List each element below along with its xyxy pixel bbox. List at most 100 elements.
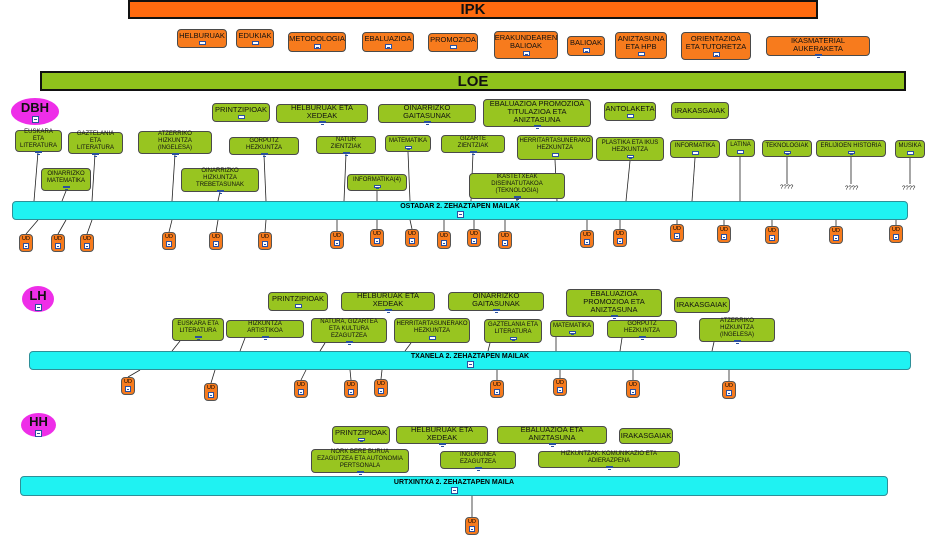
lh-subject-hizkuntza-artistikoa[interactable]: HIZKUNTZA ARTISTIKOA	[226, 320, 304, 340]
dbh-subject-herritartasunerako[interactable]: HERRITARTASUNERAKO HEZKUNTZA	[517, 135, 593, 160]
dbh-antolaketa[interactable]: ANTOLAKETA	[604, 102, 656, 121]
ud-node[interactable]: UD	[294, 380, 308, 398]
document-icon	[334, 240, 340, 246]
stage-lh[interactable]: LH	[22, 286, 54, 312]
ud-node[interactable]: UD	[722, 381, 736, 399]
ud-node[interactable]: UD	[374, 379, 388, 397]
hh-ebaluazioa-aniztasuna[interactable]: EBALUAZIOA ETA ANIZTASUNA	[497, 425, 607, 447]
dbh-subject-informatika4[interactable]: INFORMATIKA(4)	[347, 174, 407, 191]
dbh-oinarrizko-gaitasunak[interactable]: OINARRIZKO GAITASUNAK	[378, 104, 476, 125]
lh-bar-txanela[interactable]: TXANELA 2. ZEHAZTAPEN MAILAK	[29, 351, 911, 370]
dbh-irakasgaiak[interactable]: IRAKASGAIAK	[671, 102, 729, 119]
dbh-subject-latina[interactable]: LATINA	[726, 139, 755, 157]
dbh-subject-oinarrizko-matematika[interactable]: OINARRIZKO MATEMATIKA	[41, 168, 91, 191]
dbh-subject-atzerriko-hizkuntza[interactable]: ATZERRIKO HIZKUNTZA (INGELESA)	[138, 131, 212, 157]
stage-dbh[interactable]: DBH	[11, 98, 59, 125]
ipk-item-helburuak[interactable]: HELBURUAK	[177, 29, 227, 48]
lh-subject-gaztelania[interactable]: GAZTELANIA ETA LITERATURA	[484, 319, 542, 343]
document-icon	[23, 243, 29, 249]
ipk-item-edukiak[interactable]: EDUKIAK	[236, 29, 274, 48]
document-icon	[428, 336, 436, 340]
ud-node[interactable]: UD	[405, 229, 419, 247]
connector-line	[409, 219, 413, 230]
hh-irakasgaiak[interactable]: IRAKASGAIAK	[619, 428, 673, 444]
ud-node[interactable]: UD	[121, 377, 135, 395]
ud-label: UD	[470, 231, 478, 237]
dbh-bar-ostadar[interactable]: OSTADAR 2. ZEHAZTAPEN MAILAK	[12, 201, 908, 220]
ipk-item-ikasmaterial-aukeraketa[interactable]: IKASMATERIAL AUKERAKETA	[766, 36, 870, 58]
dbh-printzipioak[interactable]: PRINTZIPIOAK	[212, 103, 270, 122]
ud-node[interactable]: UD	[344, 380, 358, 398]
ipk-item-ebaluazioa[interactable]: EBALUAZIOA	[362, 32, 414, 52]
ipk-item-metodologia[interactable]: METODOLOGIA	[288, 32, 346, 52]
ud-node[interactable]: UD	[370, 229, 384, 247]
ud-node[interactable]: UD	[258, 232, 272, 250]
lh-helburuak-xedeak[interactable]: HELBURUAK ETA XEDEAK	[341, 292, 435, 313]
ud-node[interactable]: UD	[80, 234, 94, 252]
ud-node[interactable]: UD	[490, 380, 504, 398]
dbh-subject-ikastetxeak-diseinatutakoa[interactable]: IKASTETXEAK DISEINATUTAKOA (TEKNOLOGIA)	[469, 173, 565, 200]
connector-line	[619, 337, 623, 352]
ud-node[interactable]: UD	[330, 231, 344, 249]
ud-node[interactable]: UD	[51, 234, 65, 252]
ud-label: UD	[333, 233, 341, 239]
ud-node[interactable]: UD	[889, 225, 903, 243]
ipk-item-aniztasuna-hpb[interactable]: ANIZTASUNA ETA HPB	[615, 32, 667, 59]
hh-bar-urtxintxa[interactable]: URTXINTXA 2. ZEHAZTAPEN MAILA	[20, 476, 888, 496]
lh-printzipioak[interactable]: PRINTZIPIOAK	[268, 292, 328, 311]
ud-label: UD	[583, 232, 591, 238]
lh-ebaluazioa-promozioa[interactable]: EBALUAZIOA PROMOZIOA ETA ANIZTASUNA	[566, 289, 662, 319]
dbh-subject-informatika[interactable]: INFORMATIKA	[670, 140, 720, 158]
lh-subject-euskara[interactable]: EUSKARA ETA LITERATURA	[172, 318, 224, 341]
hh-printzipioak[interactable]: PRINTZIPIOAK	[332, 426, 390, 444]
dbh-subject-matematika[interactable]: MATEMATIKA	[385, 135, 431, 152]
ud-node[interactable]: UD	[498, 231, 512, 249]
lh-irakasgaiak[interactable]: IRAKASGAIAK	[674, 297, 730, 313]
ud-node[interactable]: UD	[467, 229, 481, 247]
ud-node[interactable]: UD	[626, 380, 640, 398]
ud-node[interactable]: UD	[829, 226, 843, 244]
ipk-item-balioak[interactable]: BALIOAK	[567, 36, 605, 56]
ipk-item-promozioa[interactable]: PROMOZIOA	[428, 33, 478, 52]
dbh-helburuak-xedeak[interactable]: HELBURUAK ETA XEDEAK	[276, 104, 368, 125]
hh-subject-nork-bere-burua[interactable]: NORK BERE BURUA EZAGUTZEA ETA AUTONOMIA …	[311, 449, 409, 475]
lh-subject-matematika[interactable]: MATEMATIKA	[550, 320, 594, 337]
connector-line	[210, 369, 216, 384]
dbh-subject-gizarte-zientziak[interactable]: GIZARTE ZIENTZIAK	[441, 135, 505, 155]
lh-subject-natura-gizartea[interactable]: NATURA, GIZARTEA ETA KULTURA EZAGUTZEA	[311, 318, 387, 345]
ud-node[interactable]: UD	[717, 225, 731, 243]
dbh-subject-erlijioen-historia[interactable]: ERLIJIOEN HISTORIA	[816, 140, 886, 157]
lh-oinarrizko-gaitasunak[interactable]: OINARRIZKO GAITASUNAK	[448, 292, 544, 313]
dbh-subject-teknologiak[interactable]: TEKNOLOGIAK	[762, 140, 812, 157]
ud-node[interactable]: UD	[765, 226, 779, 244]
ud-node[interactable]: UD	[204, 383, 218, 401]
dbh-subject-gorputz-hezkuntza[interactable]: GORPUTZ HEZKUNTZA	[229, 137, 299, 157]
hh-subject-hizkuntzak[interactable]: HIZKUNTZAK: KOMUNIKAZIO ETA ADIERAZPENA	[538, 451, 680, 470]
document-icon	[348, 389, 354, 395]
ipk-item-orientazioa-tutoretza[interactable]: ORIENTAZIOA ETA TUTORETZA	[681, 32, 751, 60]
ud-node[interactable]: UD	[209, 232, 223, 250]
stage-hh[interactable]: HH	[21, 413, 56, 437]
ud-node[interactable]: UD	[162, 232, 176, 250]
ud-node[interactable]: UD	[670, 224, 684, 242]
lh-subject-herritartasunerako[interactable]: HERRITARTASUNERAKO HEZKUNTZA	[394, 318, 470, 343]
lh-subject-atzerriko-hizkuntza[interactable]: ATZERRIKO HIZKUNTZA (INGELESA)	[699, 318, 775, 344]
dbh-subject-oinarrizko-hizkuntza[interactable]: OINARRIZKO HIZKUNTZA TREBETASUNAK	[181, 168, 259, 194]
dbh-subject-musika[interactable]: MUSIKA	[895, 140, 925, 158]
dbh-subject-gaztelania[interactable]: GAZTELANIA ETA LITERATURA	[68, 131, 123, 157]
document-icon	[584, 239, 590, 245]
dbh-subject-natur-zientziak[interactable]: NATUR ZIENTZIAK	[316, 136, 376, 156]
ipk-item-erakundearen-balioak[interactable]: ERAKUNDEAREN BALIOAK	[494, 31, 558, 59]
dbh-subject-plastika[interactable]: PLASTIKA ETA IKUS HEZKUNTZA	[596, 137, 664, 161]
dbh-ebaluazioa-promozioa[interactable]: EBALUAZIOA PROMOZIOA TITULAZIOA ETA ANIZ…	[483, 99, 591, 129]
dbh-subject-euskara[interactable]: EUSKARA ETA LITERATURA	[15, 129, 62, 155]
ud-node[interactable]: UD	[437, 231, 451, 249]
ud-node[interactable]: UD	[580, 230, 594, 248]
hh-subject-ingurunea[interactable]: INGURUNEA EZAGUTZEA	[440, 451, 516, 471]
hh-helburuak-xedeak[interactable]: HELBURUAK ETA XEDEAK	[396, 425, 488, 447]
ud-node[interactable]: UD	[19, 234, 33, 252]
ud-node[interactable]: UD	[553, 378, 567, 396]
ud-node[interactable]: UD	[613, 229, 627, 247]
ud-node[interactable]: UD	[465, 517, 479, 535]
lh-subject-gorputz-hezkuntza[interactable]: GORPUTZ HEZKUNTZA	[607, 320, 677, 340]
